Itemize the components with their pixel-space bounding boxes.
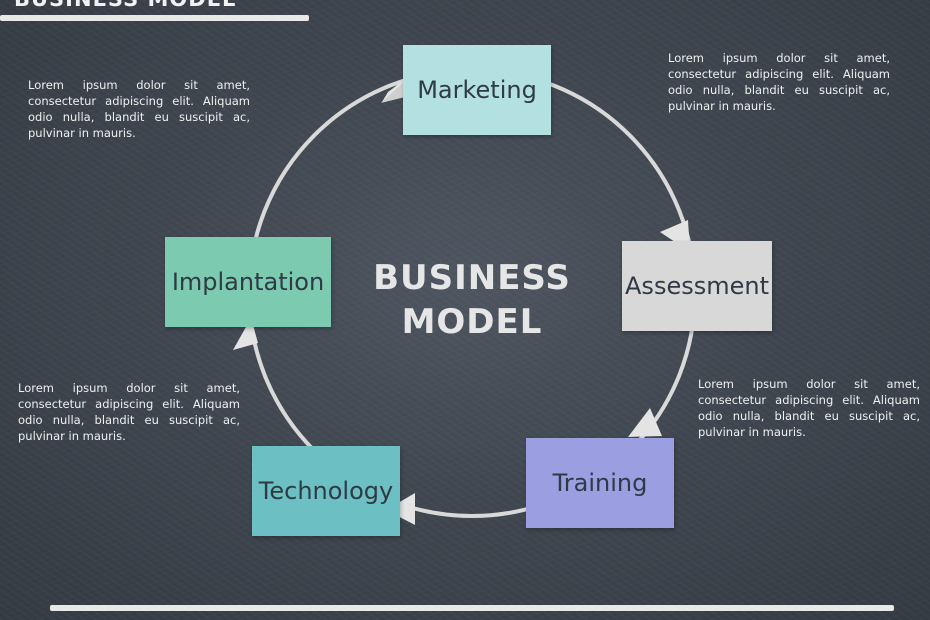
stage-marketing: Marketing [403,45,551,135]
note-middle-right: Lorem ipsum dolor sit amet, consectetur … [698,377,920,439]
center-title: BUSINESS MODEL [352,256,592,344]
arrow-into-training [628,408,662,437]
stage-technology: Technology [252,446,400,536]
bottom-divider [50,605,894,611]
stage-implantation: Implantation [165,237,331,327]
page-title: BUSINESS MODEL [14,0,236,11]
note-top-right: Lorem ipsum dolor sit amet, consectetur … [668,51,890,113]
note-top-left: Lorem ipsum dolor sit amet, consectetur … [28,78,250,140]
note-middle-left: Lorem ipsum dolor sit amet, consectetur … [18,381,240,443]
center-title-line1: BUSINESS [373,258,571,298]
top-divider [0,15,309,21]
stage-training: Training [526,438,674,528]
center-title-line2: MODEL [401,302,543,342]
stage-assessment: Assessment [622,241,772,331]
arrow-into-technology [386,493,415,525]
